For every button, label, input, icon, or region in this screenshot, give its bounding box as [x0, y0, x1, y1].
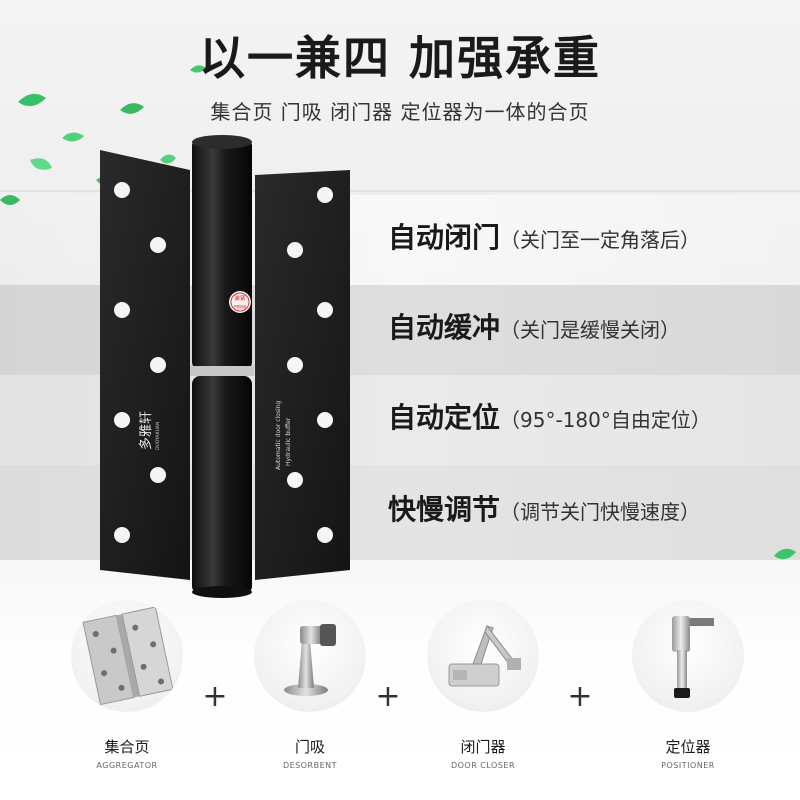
- feature-desc: （95°-180°自由定位）: [500, 408, 711, 432]
- hinge-barrel-lower: [192, 376, 252, 594]
- brand-name: 多雅轩: [138, 411, 154, 450]
- screw-holes: [114, 182, 333, 543]
- tile-line: [0, 190, 800, 192]
- hinge-left-plate: [100, 150, 190, 580]
- feature-speed-adjust: 快慢调节（调节关门快慢速度）: [388, 490, 700, 530]
- feature-title: 自动定位: [388, 401, 501, 434]
- hinge-ring: [190, 366, 254, 376]
- feature-title: 快慢调节: [388, 493, 501, 526]
- product-image: [254, 600, 366, 712]
- product-image: [71, 600, 183, 712]
- product-name-en: AGGREGATOR: [96, 761, 158, 770]
- product-aggregator: 集合页 AGGREGATOR: [62, 600, 192, 770]
- sticker-text: 严禁拆卸: [234, 304, 247, 309]
- plus-sign: +: [567, 679, 593, 714]
- product-door-closer: 闭门器 DOOR CLOSER: [418, 600, 548, 770]
- feature-auto-buffer: 自动缓冲（关门是缓慢关闭）: [388, 308, 680, 348]
- sticker-text: 装紧: [234, 294, 246, 302]
- feature-desc: （调节关门快慢速度）: [500, 500, 701, 524]
- product-name-en: POSITIONER: [661, 761, 715, 770]
- product-name: 定位器: [665, 738, 711, 756]
- hinge-image: 装紧 严禁拆卸 多雅轩 DUOYAXUAN Automatic door clo…: [100, 135, 350, 598]
- product-name: 集合页: [104, 738, 150, 756]
- feature-auto-position: 自动定位（95°-180°自由定位）: [388, 398, 711, 438]
- leaf-decoration-icon: [774, 548, 796, 560]
- feature-desc: （关门至一定角落后）: [500, 228, 701, 252]
- page-subline: 集合页 门吸 闭门器 定位器为一体的合页: [210, 100, 590, 124]
- door-positioner-icon: [672, 616, 714, 698]
- plus-sign: +: [202, 679, 228, 714]
- warning-sticker: [229, 291, 251, 313]
- feature-title: 自动缓冲: [388, 311, 501, 344]
- product-name: 门吸: [294, 738, 325, 756]
- product-positioner: 定位器 POSITIONER: [623, 600, 753, 770]
- product-name: 闭门器: [460, 738, 506, 756]
- hinge-label: Automatic door closing: [275, 401, 282, 470]
- page-headline: 以一兼四 加强承重: [198, 31, 601, 85]
- hinge-right-plate: [255, 170, 350, 580]
- plus-sign: +: [375, 679, 401, 714]
- feature-auto-close: 自动闭门（关门至一定角落后）: [388, 218, 700, 258]
- door-stopper-icon: [284, 624, 336, 696]
- hinge-label: Hydraulic buffer: [285, 417, 292, 466]
- hinge-barrel-upper: [192, 138, 252, 370]
- product-desorbent: 门吸 DESORBENT: [245, 600, 375, 770]
- product-name-en: DOOR CLOSER: [450, 761, 516, 770]
- brand-name-en: DUOYAXUAN: [155, 422, 161, 450]
- stainless-hinge-icon: [82, 606, 174, 706]
- leaf-decoration-icon: [0, 65, 206, 205]
- product-name-en: DESORBENT: [282, 761, 338, 770]
- feature-desc: （关门是缓慢关闭）: [500, 318, 681, 342]
- product-image: [632, 600, 744, 712]
- product-image: [427, 600, 539, 712]
- feature-title: 自动闭门: [388, 221, 501, 254]
- door-closer-icon: [448, 624, 521, 687]
